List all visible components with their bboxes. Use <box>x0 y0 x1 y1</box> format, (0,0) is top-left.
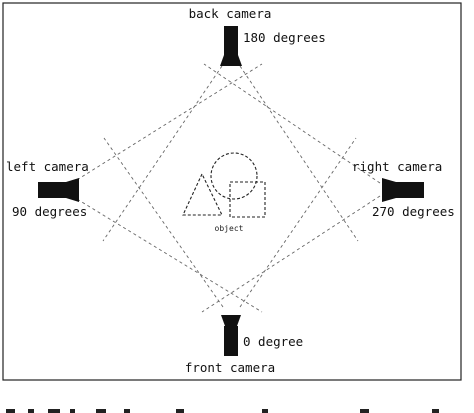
right-camera-icon <box>382 178 424 202</box>
object-label: object <box>215 224 244 233</box>
front-camera-icon <box>221 315 241 356</box>
back-fov-right-line <box>239 65 359 242</box>
object-circle <box>210 152 258 200</box>
front-camera-label: front camera <box>185 360 275 375</box>
left-fov-top-line <box>71 63 263 184</box>
front-camera-angle: 0 degree <box>243 334 303 349</box>
left-fov-bottom-line <box>71 195 263 313</box>
right-fov-bottom-line <box>201 195 381 313</box>
right-camera-angle: 270 degrees <box>372 204 455 219</box>
fov-lines <box>71 63 381 313</box>
object-triangle <box>182 172 223 216</box>
front-fov-right-line <box>239 137 357 308</box>
left-camera-angle: 90 degrees <box>12 204 87 219</box>
front-fov-left-line <box>103 137 224 308</box>
right-camera-label: right camera <box>352 159 442 174</box>
back-camera-icon <box>220 26 242 66</box>
back-camera-angle: 180 degrees <box>243 30 326 45</box>
cropped-text-fragments <box>6 409 439 413</box>
diagram-frame <box>2 2 462 381</box>
object-shapes <box>182 152 266 218</box>
object-square <box>229 181 266 218</box>
back-camera-label: back camera <box>189 6 272 21</box>
left-camera-label: left camera <box>6 159 89 174</box>
left-camera-icon <box>38 178 79 202</box>
back-fov-left-line <box>102 65 223 242</box>
